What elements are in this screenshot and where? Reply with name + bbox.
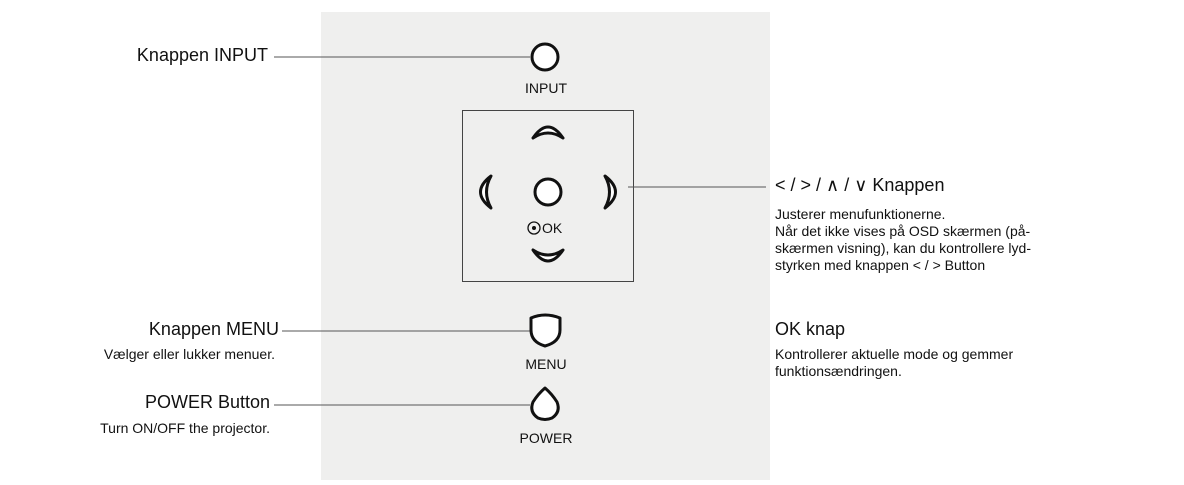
up-arrow-button[interactable] (531, 125, 565, 140)
right-arrow-button[interactable] (603, 174, 617, 210)
menu-button[interactable] (529, 313, 562, 348)
ok-callout-title: OK knap (775, 319, 846, 339)
menu-callout-title: Knappen MENU (148, 319, 279, 339)
power-callout-desc: Turn ON/OFF the projector. (100, 420, 270, 436)
menu-callout-desc: Vælger eller lukker menuer. (103, 346, 275, 362)
ok-desc-line: funktionsændringen. (775, 363, 902, 379)
power-button-label: POWER (519, 430, 573, 446)
arrows-desc-line: Justerer menufunktionerne. (775, 206, 946, 222)
ok-button-label: OK (542, 220, 563, 236)
arrows-desc-line: Når det ikke vises på OSD skærmen (på- (775, 223, 1031, 239)
ok-target-dot (532, 226, 536, 230)
ok-callout-desc: Kontrollerer aktuelle mode og gemmer fun… (775, 346, 1013, 380)
power-button[interactable] (530, 386, 560, 421)
ok-target-icon (527, 221, 541, 235)
dpad-frame (462, 110, 634, 282)
menu-button-label: MENU (525, 356, 567, 372)
ok-desc-line: Kontrollerer aktuelle mode og gemmer (775, 346, 1014, 362)
input-button-label: INPUT (525, 80, 567, 96)
power-callout-title: POWER Button (144, 392, 270, 412)
input-callout-title: Knappen INPUT (136, 45, 268, 65)
left-arrow-button[interactable] (479, 174, 493, 210)
ok-button[interactable] (533, 177, 563, 207)
arrows-desc-line: styrken med knappen < / > Button (775, 257, 986, 273)
input-button[interactable] (530, 42, 560, 72)
down-arrow-button[interactable] (531, 248, 565, 263)
arrows-callout-desc: Justerer menufunktionerne. Når det ikke … (775, 206, 1031, 274)
arrows-callout-title: < / > / ∧ / ∨ Knappen (775, 175, 945, 195)
arrows-desc-line: skærmen visning), kan du kontrollere lyd… (775, 240, 1031, 256)
